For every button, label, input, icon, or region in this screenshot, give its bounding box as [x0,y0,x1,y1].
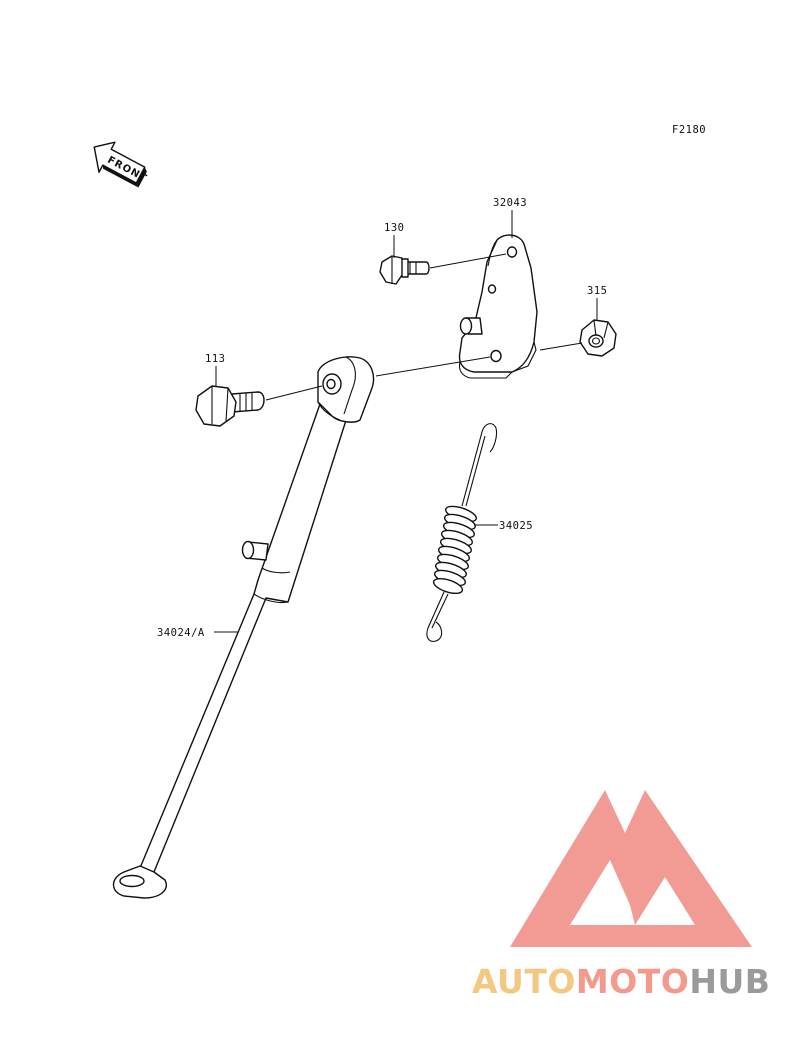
watermark-logo: AUTOMOTOHUB [472,790,770,1001]
watermark-text: AUTOMOTOHUB [472,962,770,1001]
watermark-part-moto: MOTO [576,962,689,1001]
bolt-113 [195,385,265,427]
callout-315: 315 [587,285,607,320]
callout-34024a: 34024/A [157,627,238,639]
spring-coil [432,505,478,595]
bracket-32043 [458,234,538,379]
callout-label-315: 315 [587,285,607,297]
watermark-triangle-icon [510,790,752,947]
callout-32043: 32043 [493,197,527,238]
nut-315 [579,319,617,357]
figure-code: F2180 [672,124,706,136]
callout-130: 130 [384,222,404,258]
watermark-part-auto: AUTO [472,962,576,1001]
bolt-130 [379,255,430,285]
side-stand-34024a [112,356,375,899]
callout-113: 113 [205,353,225,386]
assembly-lines [265,253,583,401]
callout-label-130: 130 [384,222,404,234]
callout-label-34025: 34025 [499,520,533,532]
watermark-part-hub: HUB [689,962,770,1001]
front-arrow-icon: FRONT [93,141,149,188]
spring-34025 [426,423,498,643]
callout-34025: 34025 [474,520,533,532]
callout-label-34024a: 34024/A [157,627,205,639]
callout-label-32043: 32043 [493,197,527,209]
callout-label-113: 113 [205,353,225,365]
